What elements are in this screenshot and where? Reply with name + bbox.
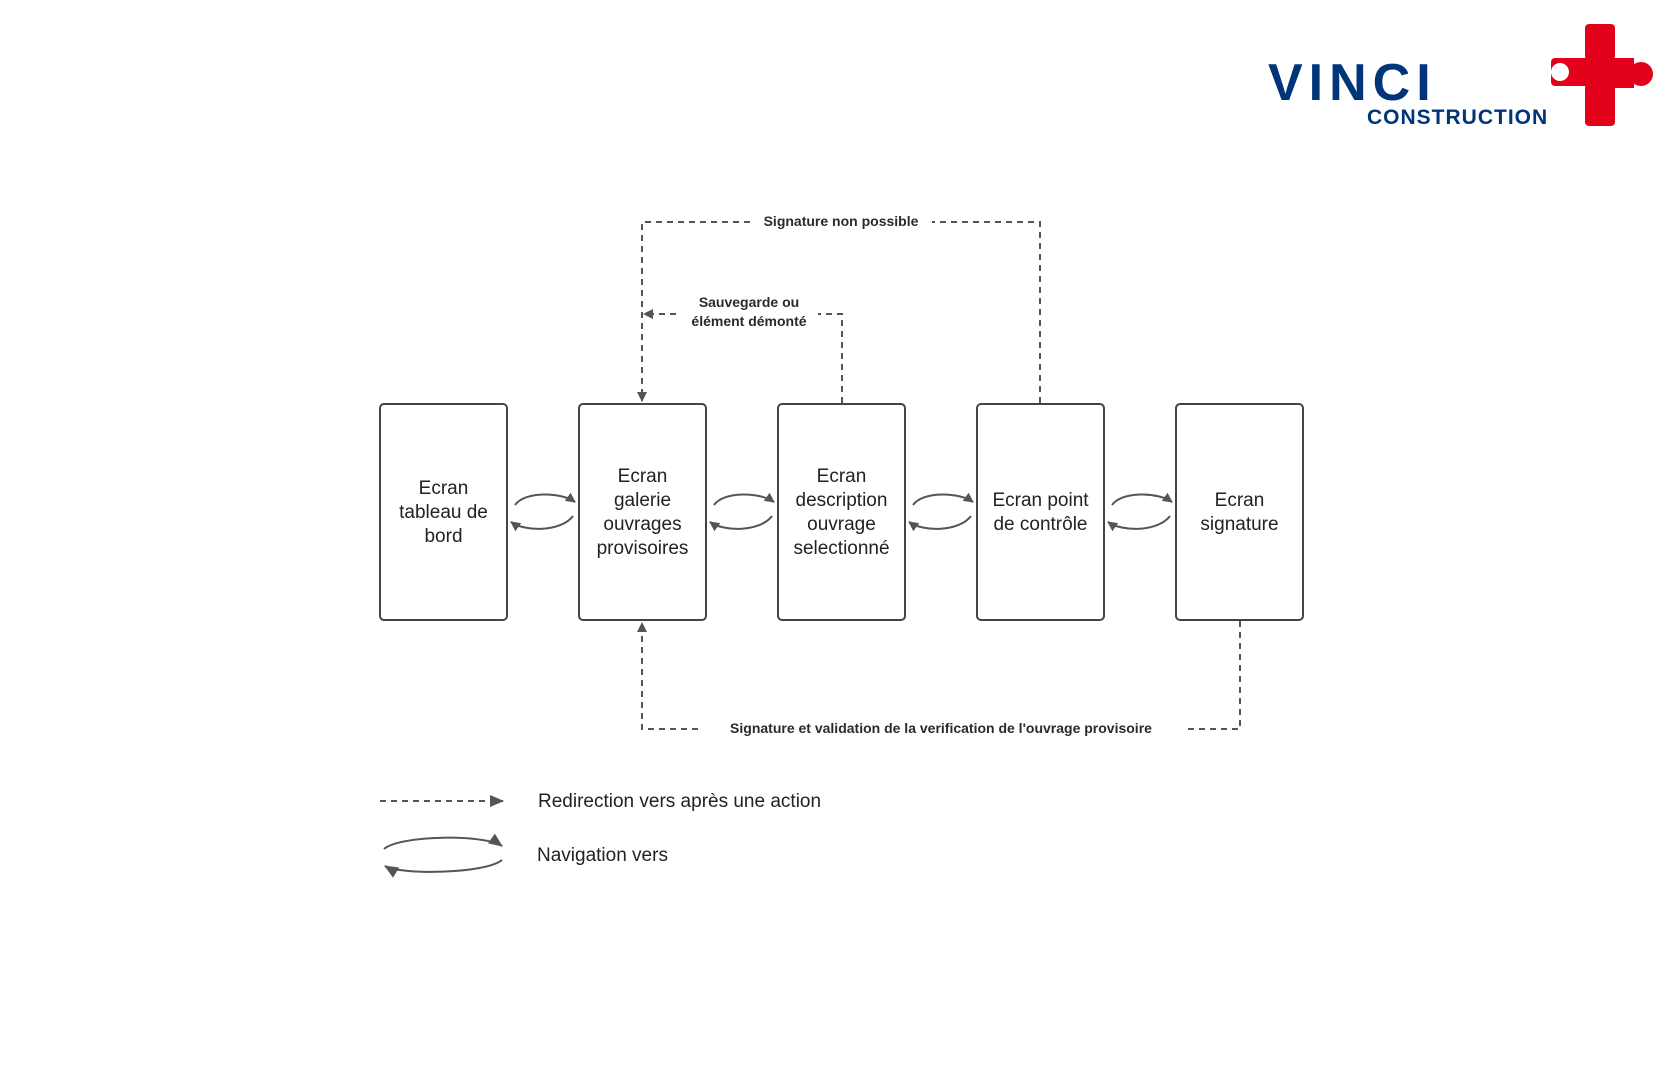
edge-label-signature-validation: Signature et validation de la verificati… <box>730 720 1152 736</box>
node-label-tableau-1: tableau de <box>399 502 488 523</box>
node-label-description-3: selectionné <box>793 538 889 559</box>
node-label-galerie-0: Ecran <box>618 466 668 487</box>
legend: Redirection vers après une action Naviga… <box>380 791 821 878</box>
node-tableau: Ecran tableau de bord <box>379 403 508 621</box>
edge-label-sauvegarde-line2: élément démonté <box>691 313 806 329</box>
edge-signature-validation: Signature et validation de la verificati… <box>642 621 1241 736</box>
legend-redirection-label: Redirection vers après une action <box>538 791 821 812</box>
node-label-controle-1: de contrôle <box>993 514 1087 535</box>
logo-wordmark: VINCI <box>1268 54 1437 112</box>
legend-navigation-arrows-icon <box>383 833 503 878</box>
logo-subtitle: CONSTRUCTION <box>1367 106 1548 129</box>
navigation-arrow-tableau-galerie <box>510 492 576 532</box>
node-box-controle <box>976 403 1105 621</box>
node-controle: Ecran point de contrôle <box>976 403 1105 621</box>
node-label-signature-0: Ecran <box>1215 490 1265 511</box>
node-box-tableau <box>379 403 508 621</box>
node-box-signature <box>1175 403 1304 621</box>
node-box-galerie <box>578 403 707 621</box>
legend-navigation-label: Navigation vers <box>537 845 668 866</box>
node-label-controle-0: Ecran point <box>992 490 1089 511</box>
edge-signature-non-possible: Signature non possible <box>642 213 1041 403</box>
node-galerie: Ecran galerie ouvrages provisoires <box>578 403 707 621</box>
node-label-galerie-2: ouvrages <box>603 514 681 535</box>
node-signature: Ecran signature <box>1175 403 1304 621</box>
edge-sauvegarde: Sauvegarde ou élément démonté <box>643 294 843 403</box>
node-box-description <box>777 403 906 621</box>
navigation-arrow-galerie-description <box>709 492 775 532</box>
logo-cross-mark <box>1551 24 1653 126</box>
edge-label-sauvegarde-line1: Sauvegarde ou <box>699 294 799 310</box>
node-label-galerie-3: provisoires <box>597 538 689 559</box>
navigation-arrow-description-controle <box>908 492 974 532</box>
vinci-construction-logo: VINCI CONSTRUCTION <box>1268 24 1653 129</box>
node-label-description-1: description <box>796 490 888 511</box>
node-label-description-0: Ecran <box>817 466 867 487</box>
node-label-tableau-0: Ecran <box>419 478 469 499</box>
node-description: Ecran description ouvrage selectionné <box>777 403 906 621</box>
navigation-arrow-controle-signature <box>1107 492 1173 532</box>
navigation-arrows <box>510 492 1173 532</box>
node-label-description-2: ouvrage <box>807 514 876 535</box>
node-label-signature-1: signature <box>1200 514 1278 535</box>
node-label-galerie-1: galerie <box>614 490 671 511</box>
node-label-tableau-2: bord <box>424 526 462 547</box>
edge-label-signature-non-possible: Signature non possible <box>764 213 919 229</box>
